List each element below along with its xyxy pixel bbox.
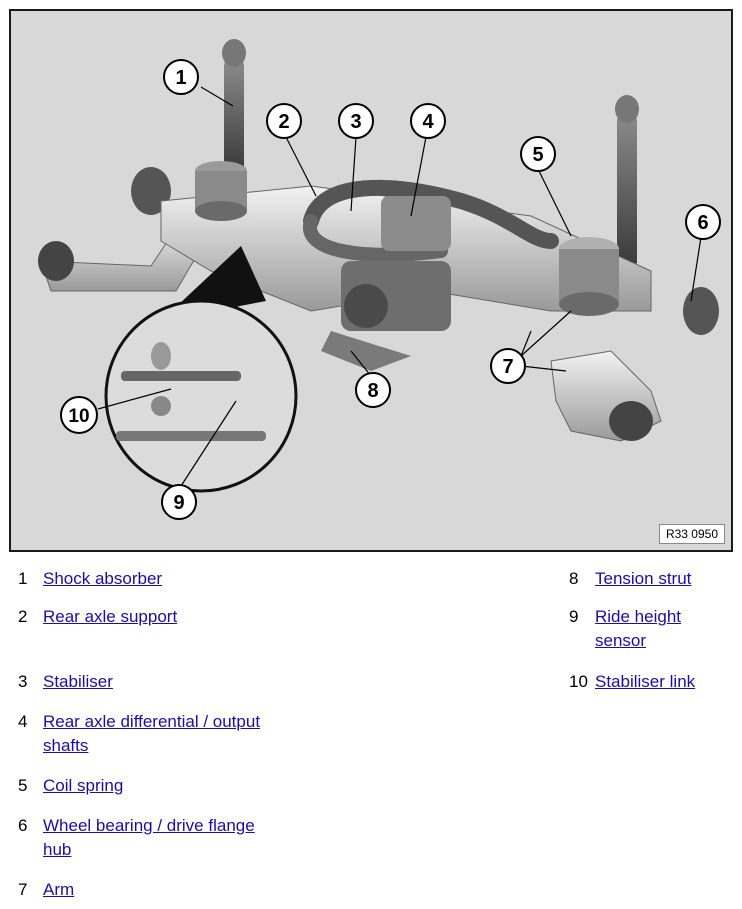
left-coil-spring: [195, 161, 247, 221]
callout-5: 5: [520, 136, 556, 172]
callout-3: 3: [338, 103, 374, 139]
legend-number: 6: [18, 816, 28, 835]
legend-number: 3: [18, 672, 28, 691]
callout-7: 7: [490, 348, 526, 384]
legend-number: 5: [18, 776, 28, 795]
legend-link-tension-strut[interactable]: Tension strut: [595, 569, 692, 588]
callout-leaders: [97, 86, 702, 487]
left-bushing: [38, 241, 74, 281]
legend-link-stabiliser-link[interactable]: Stabiliser link: [595, 672, 696, 691]
figure-reference-code: R33 0950: [658, 524, 725, 544]
svg-text:1: 1: [175, 67, 186, 89]
legend-number: 9: [569, 607, 579, 626]
callout-2: 2: [266, 103, 302, 139]
legend-link-rear-axle-support[interactable]: Rear axle support: [43, 607, 178, 626]
legend-link-coil-spring[interactable]: Coil spring: [43, 776, 124, 795]
callout-1: 1: [163, 59, 199, 95]
svg-text:5: 5: [532, 144, 543, 166]
stabiliser-bar: [303, 179, 559, 249]
legend-link-arm[interactable]: Arm: [43, 880, 75, 899]
right-coil-spring: [559, 237, 619, 316]
legend-item: 4 Rear axle differential / output shafts: [18, 710, 293, 760]
rear-axle-illustration: 1 2 3 4 5 6 7 8: [38, 39, 721, 520]
callout-6: 6: [685, 204, 721, 240]
svg-text:4: 4: [422, 111, 434, 133]
legend-link-ride-height-sensor[interactable]: Ride height sensor: [595, 607, 682, 650]
legend-link-stabiliser[interactable]: Stabiliser: [43, 672, 113, 691]
legend-number: 4: [18, 712, 28, 731]
legend-link-shock-absorber[interactable]: Shock absorber: [43, 569, 163, 588]
legend-item: 9 Ride height sensor: [569, 605, 729, 655]
legend-item: 6 Wheel bearing / drive flange hub: [18, 814, 293, 864]
svg-text:6: 6: [697, 212, 708, 234]
rear-axle-diagram: 1 2 3 4 5 6 7 8: [9, 9, 733, 552]
svg-text:8: 8: [367, 380, 378, 402]
svg-text:10: 10: [68, 406, 89, 427]
callout-9: 9: [161, 484, 197, 520]
legend-number: 8: [569, 569, 579, 588]
svg-text:2: 2: [278, 111, 289, 133]
svg-text:9: 9: [173, 492, 184, 514]
legend-number: 10: [569, 672, 588, 691]
legend-number: 2: [18, 607, 28, 626]
callout-8: 8: [355, 372, 391, 408]
right-shock-absorber: [615, 95, 639, 266]
callout-10: 10: [60, 396, 98, 434]
legend-link-rear-axle-differential[interactable]: Rear axle differential / output shafts: [43, 712, 261, 755]
legend-link-wheel-bearing[interactable]: Wheel bearing / drive flange hub: [43, 816, 255, 859]
legend-number: 7: [18, 880, 28, 899]
callout-4: 4: [410, 103, 446, 139]
right-hub: [683, 287, 719, 335]
left-shock-absorber: [222, 39, 246, 171]
tension-strut-shape: [321, 331, 411, 371]
rear-differential: [341, 196, 451, 331]
svg-text:7: 7: [502, 356, 513, 378]
svg-text:3: 3: [350, 111, 361, 133]
legend-number: 1: [18, 569, 28, 588]
detail-magnifier: [104, 246, 298, 493]
